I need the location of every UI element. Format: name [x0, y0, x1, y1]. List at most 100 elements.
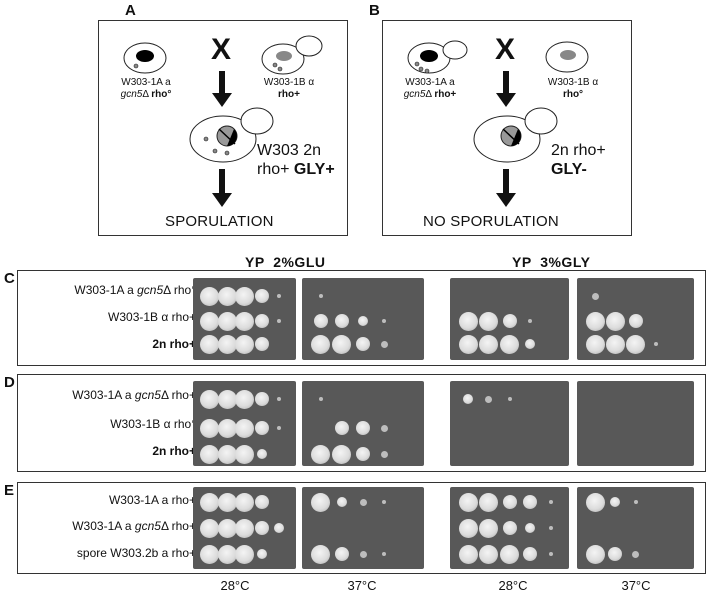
temp-label: 37°C: [621, 578, 651, 593]
colony-spot: [332, 444, 352, 464]
colony-spot: [608, 547, 623, 561]
colony-spot: [382, 500, 387, 504]
colony-spot: [235, 334, 254, 354]
colony-spot: [254, 337, 269, 351]
colony-spot: [585, 311, 605, 331]
header-glycerol: YP 3%GLY: [512, 254, 591, 270]
colony-spot: [200, 418, 220, 438]
colony-spot: [382, 552, 387, 556]
colony-spot: [458, 544, 478, 564]
colony-spot: [605, 311, 625, 331]
colony-spot: [356, 447, 370, 461]
plate-e-1: [193, 487, 296, 569]
row-label: W303-1B α rho+: [108, 310, 196, 324]
mating-arrow: [219, 71, 225, 93]
colony-spot: [382, 319, 387, 323]
colony-spot: [217, 334, 237, 354]
colony-spot: [334, 547, 349, 561]
plate-d-1: [193, 381, 296, 466]
colony-spot: [200, 544, 220, 564]
colony-spot: [235, 418, 254, 438]
haploid-cell-alpha-icon: [261, 35, 323, 75]
colony-spot: [500, 334, 519, 354]
cross-symbol: X: [495, 33, 516, 66]
colony-spot: [610, 497, 621, 507]
plate-c-3: [450, 278, 569, 360]
colony-spot: [332, 334, 352, 354]
colony-spot: [525, 339, 536, 349]
colony-spot: [380, 450, 388, 458]
colony-spot: [313, 314, 328, 328]
mating-arrowhead: [212, 93, 232, 107]
colony-spot: [479, 518, 499, 538]
colony-spot: [334, 314, 349, 328]
colony-spot: [277, 397, 282, 401]
colony-spot: [380, 424, 388, 432]
panel-a-right-caption: W303-1B α rho+: [263, 77, 315, 100]
colony-spot: [235, 544, 254, 564]
row-label: W303-1A a gcn5Δ rho+: [72, 519, 196, 533]
panel-c-box: W303-1A a gcn5Δ rho° W303-1B α rho+ 2n r…: [17, 270, 706, 366]
colony-spot: [359, 498, 367, 506]
colony-spot: [217, 418, 237, 438]
colony-spot: [507, 397, 512, 401]
colony-spot: [235, 389, 254, 409]
haploid-cell-a-icon: [407, 40, 468, 74]
plate-d-4: [577, 381, 694, 466]
row-label: 2n rho+: [152, 337, 196, 351]
colony-spot: [523, 547, 538, 561]
colony-spot: [458, 518, 478, 538]
panel-e-label: E: [4, 482, 15, 499]
colony-spot: [311, 492, 331, 512]
no-sporulation-arrow: [503, 169, 509, 193]
colony-spot: [356, 421, 370, 435]
colony-spot: [502, 314, 517, 328]
colony-spot: [254, 421, 269, 435]
colony-spot: [359, 550, 367, 558]
colony-spot: [585, 544, 605, 564]
haploid-cell-a-icon: [123, 42, 167, 74]
colony-spot: [479, 311, 499, 331]
panel-a-outcome: SPORULATION: [165, 213, 274, 230]
row-label: W303-1A a rho+: [108, 493, 196, 507]
colony-spot: [217, 544, 237, 564]
colony-spot: [200, 518, 220, 538]
plate-e-2: [302, 487, 424, 569]
colony-spot: [274, 523, 285, 533]
colony-spot: [256, 449, 267, 459]
colony-spot: [311, 544, 331, 564]
colony-spot: [548, 500, 553, 504]
colony-spot: [485, 395, 493, 403]
colony-spot: [235, 444, 254, 464]
colony-spot: [585, 492, 605, 512]
colony-spot: [380, 340, 388, 348]
plate-c-1: [193, 278, 296, 360]
colony-spot: [502, 521, 517, 535]
colony-spot: [356, 337, 370, 351]
colony-spot: [235, 311, 254, 331]
row-label: spore W303.2b a rho+: [76, 546, 196, 560]
panel-b-box: W303-1A a gcn5Δ rho+ X W303-1B α rho° 2n…: [382, 20, 632, 236]
colony-spot: [528, 319, 533, 323]
colony-spot: [235, 492, 254, 512]
colony-spot: [235, 518, 254, 538]
colony-spot: [311, 444, 331, 464]
plate-c-2: [302, 278, 424, 360]
colony-spot: [585, 334, 605, 354]
panel-a-diploid-label: W303 2n rho+ GLY+: [257, 142, 335, 178]
colony-spot: [500, 544, 519, 564]
colony-spot: [200, 492, 220, 512]
diploid-cell-icon: [189, 107, 274, 163]
panel-b-right-caption: W303-1B α rho°: [547, 77, 599, 100]
panel-a-left-caption: W303-1A a gcn5Δ rho°: [120, 77, 172, 100]
colony-spot: [277, 319, 282, 323]
colony-spot: [200, 286, 220, 306]
colony-spot: [200, 389, 220, 409]
colony-spot: [217, 286, 237, 306]
panel-b-label: B: [369, 2, 380, 19]
colony-spot: [277, 426, 282, 430]
colony-spot: [605, 334, 625, 354]
colony-spot: [458, 334, 478, 354]
panel-d-box: W303-1A a gcn5Δ rho+ W303-1B α rho° 2n r…: [17, 374, 706, 472]
no-sporulation-arrowhead: [496, 193, 516, 207]
